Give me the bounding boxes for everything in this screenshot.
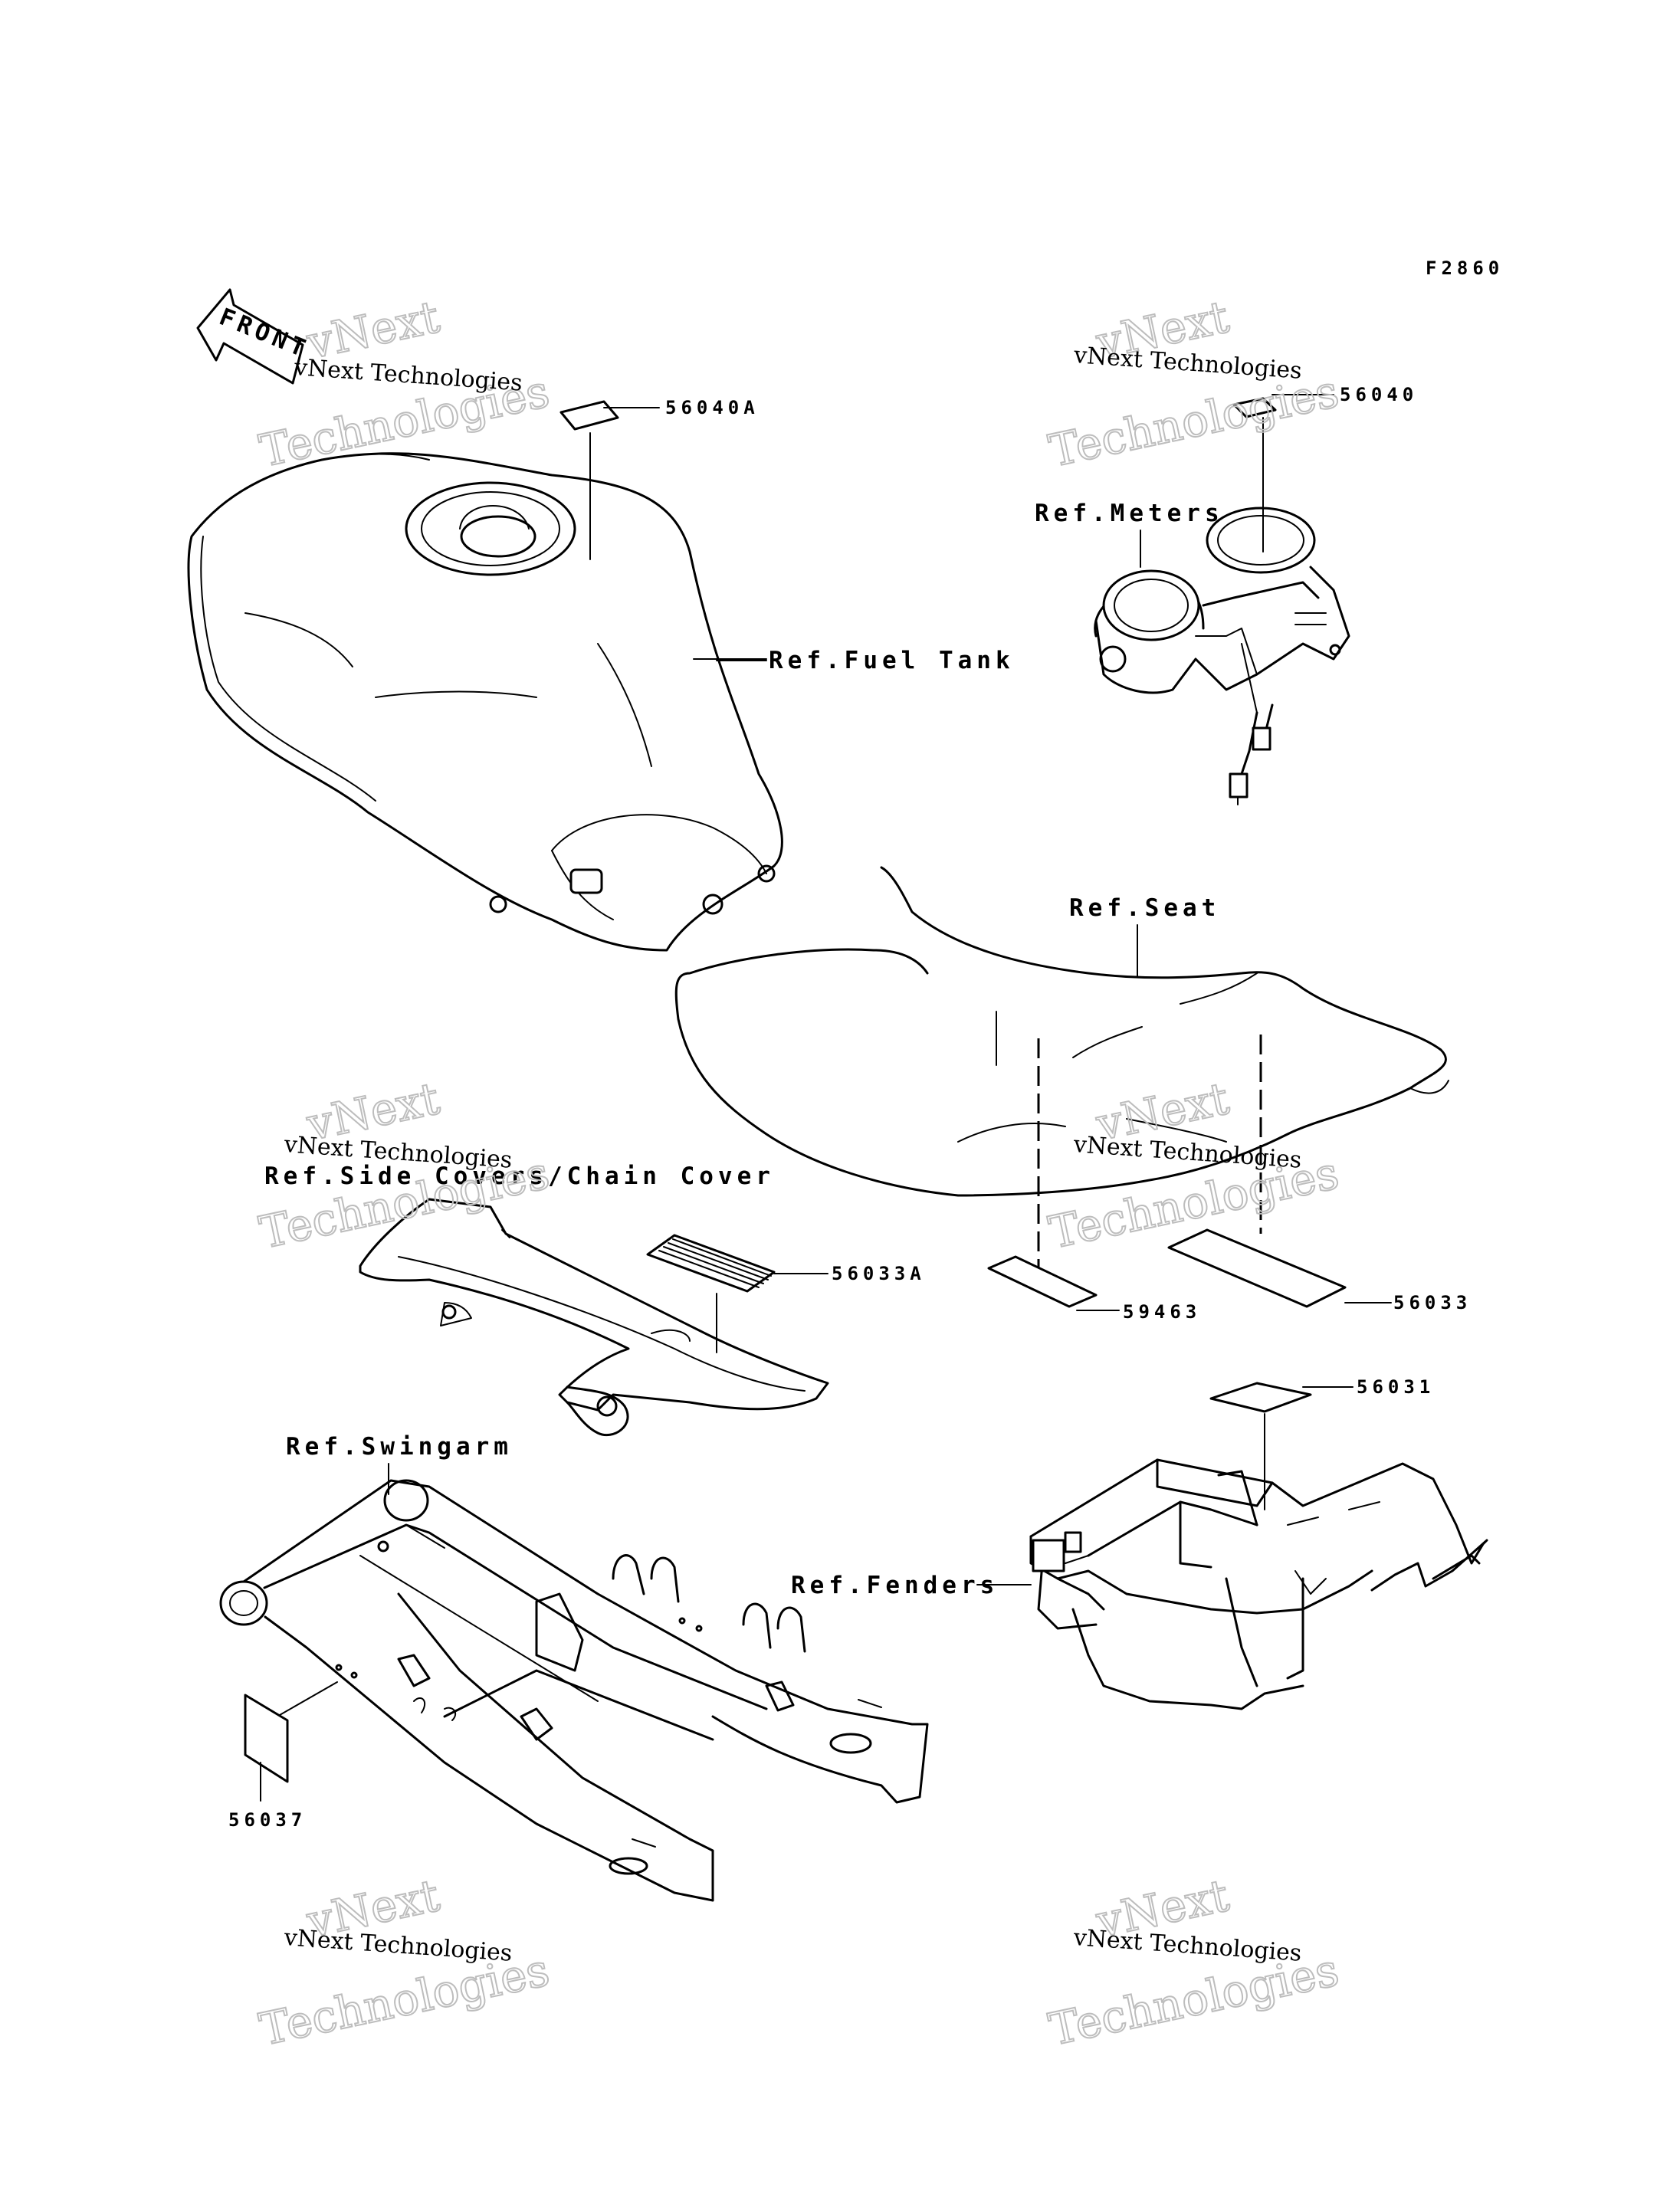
ref-seat-label: Ref.Seat	[1069, 894, 1220, 922]
part-56031-decal	[1209, 1382, 1312, 1413]
seat-drawing	[674, 866, 1449, 1197]
watermark-text-bottom-left: vNext Technologies	[283, 1924, 514, 1967]
part-56040-label: 56040	[1340, 384, 1418, 405]
part-59463-decal	[987, 1255, 1098, 1308]
chain-cover-drawing	[359, 1198, 829, 1437]
ref-meters-label: Ref.Meters	[1035, 500, 1224, 527]
ref-side-covers-label: Ref.Side Covers/Chain Cover	[264, 1162, 775, 1190]
fuel-tank-drawing	[187, 452, 783, 952]
watermark-text-top-left: vNext Technologies	[293, 354, 523, 397]
part-56033A-decal	[646, 1234, 776, 1293]
meters-drawing	[1094, 507, 1350, 805]
part-56040A-decal	[559, 400, 619, 431]
watermark-text-mid-right: vNext Technologies	[1072, 1131, 1303, 1174]
fenders-drawing	[1029, 1458, 1488, 1710]
part-56031-label: 56031	[1357, 1376, 1435, 1398]
ref-fenders-label: Ref.Fenders	[791, 1572, 999, 1599]
watermark-text-bottom-right: vNext Technologies	[1072, 1924, 1303, 1967]
part-56033A-label: 56033A	[832, 1263, 926, 1284]
part-56033-label: 56033	[1393, 1292, 1472, 1313]
figure-code: F2860	[1426, 257, 1504, 279]
swingarm-drawing	[219, 1479, 929, 1902]
part-56037-label: 56037	[228, 1809, 307, 1831]
ref-swingarm-label: Ref.Swingarm	[286, 1433, 513, 1461]
part-56033-decal	[1167, 1228, 1347, 1308]
part-56040A-label: 56040A	[665, 397, 760, 418]
ref-fuel-tank-label: Ref.Fuel Tank	[769, 647, 1015, 674]
part-59463-label: 59463	[1123, 1301, 1201, 1323]
part-56037-decal	[244, 1694, 289, 1783]
part-56040-decal	[1232, 397, 1277, 418]
